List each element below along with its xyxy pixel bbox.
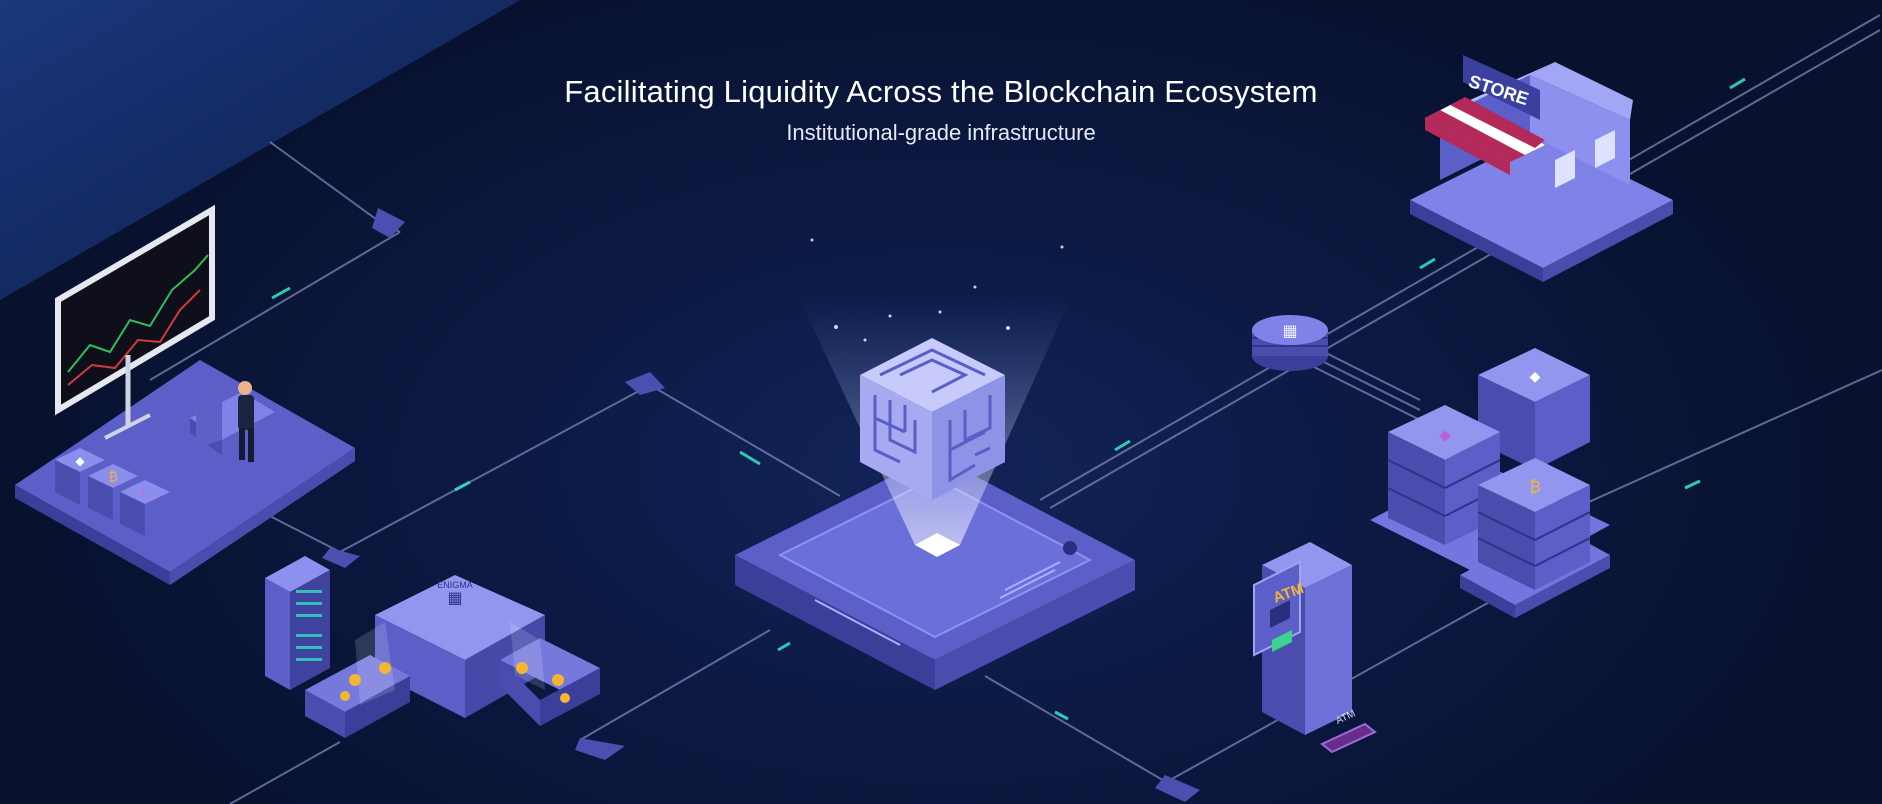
store-icon: STORE bbox=[1410, 55, 1673, 282]
coin-stack-icon: ▦ bbox=[1252, 315, 1328, 371]
data-pulses bbox=[271, 77, 1746, 721]
crypto-blocks: ◆ ₿ Ł bbox=[55, 448, 170, 536]
maze-cube-icon bbox=[860, 338, 1005, 500]
sparkles bbox=[810, 238, 1064, 342]
hero-title: Facilitating Liquidity Across the Blockc… bbox=[564, 74, 1318, 109]
exchange-servers: ◆ ◆ ₿ bbox=[1370, 348, 1610, 618]
trading-screen-icon bbox=[55, 204, 215, 440]
machine-label: ENIGMA bbox=[437, 580, 473, 590]
awning bbox=[1425, 97, 1545, 175]
card-icon bbox=[1320, 722, 1377, 754]
litecoin-icon: Ł bbox=[140, 486, 149, 501]
line-joints bbox=[322, 208, 1200, 802]
atm-icon: ATM ATM bbox=[1253, 542, 1377, 754]
bitcoin-icon: ₿ bbox=[108, 470, 118, 485]
maze-emblem-icon: ▦ bbox=[447, 588, 462, 607]
trading-platform: ◆ ₿ Ł bbox=[15, 204, 355, 585]
person bbox=[238, 381, 254, 462]
hero-subtitle: Institutional-grade infrastructure bbox=[786, 120, 1096, 145]
conveyor-machine-icon: ENIGMA ▦ bbox=[305, 575, 600, 738]
ethereum-icon: ◆ bbox=[75, 454, 85, 468]
ethereum-classic-icon: ◆ bbox=[1439, 426, 1451, 444]
coin-icons bbox=[340, 662, 570, 703]
bitcoin-icon: ₿ bbox=[1529, 477, 1541, 496]
svg-text:▦: ▦ bbox=[1282, 321, 1297, 340]
server-rack-icon bbox=[265, 556, 330, 690]
ethereum-icon: ◆ bbox=[1530, 369, 1541, 385]
central-hub bbox=[735, 238, 1135, 690]
